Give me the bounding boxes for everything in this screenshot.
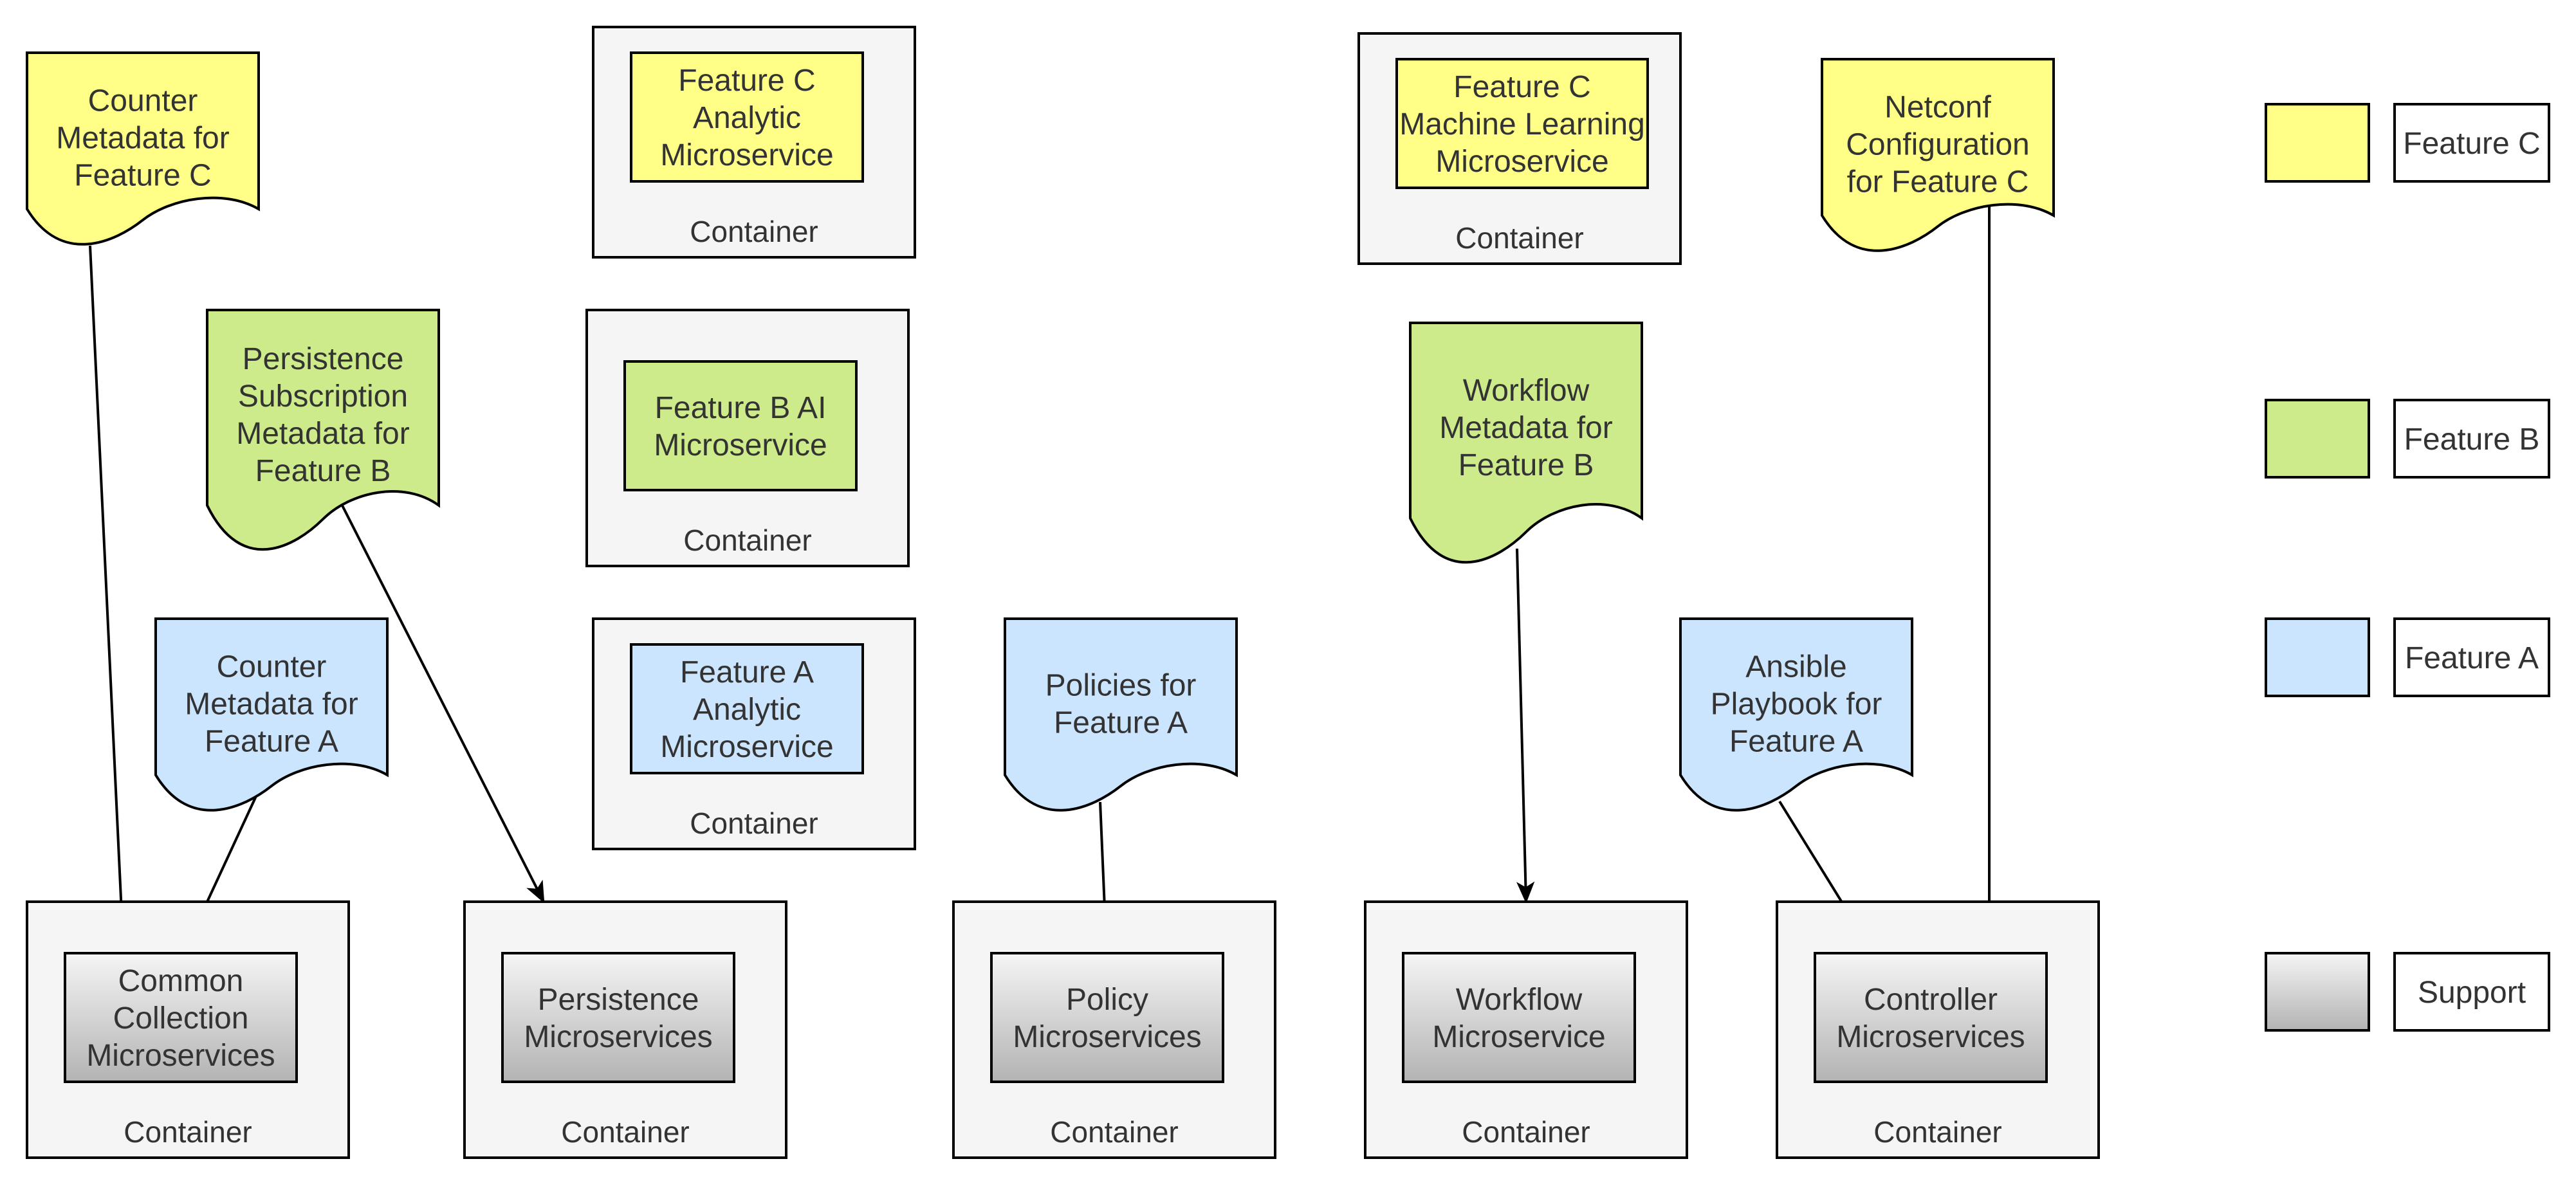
- legend-label: Feature B: [2404, 423, 2540, 457]
- document-shape[interactable]: [1409, 322, 1643, 564]
- container-caption: Container: [690, 215, 818, 248]
- legend: Feature C Feature B Feature A Support: [2265, 103, 2550, 1032]
- document-shape[interactable]: [1821, 58, 2055, 252]
- container-caption: Container: [561, 1115, 689, 1149]
- document-shape[interactable]: [206, 309, 440, 551]
- legend-label: Feature A: [2405, 641, 2539, 675]
- document-shape[interactable]: [154, 617, 389, 812]
- container-caption: Container: [683, 524, 811, 557]
- legend-label-box: [2393, 952, 2550, 1032]
- container-caption: Container: [124, 1115, 252, 1149]
- legend-label-box: [2393, 399, 2550, 479]
- legend-swatch: [2265, 617, 2370, 697]
- legend-swatch: [2265, 103, 2370, 183]
- container-caption: Container: [1462, 1115, 1590, 1149]
- legend-swatch: [2265, 399, 2370, 479]
- microservice-box[interactable]: [990, 952, 1224, 1083]
- container-caption: Container: [1873, 1115, 2001, 1149]
- legend-item-support: Support: [2265, 952, 2550, 1032]
- legend-label: Feature C: [2403, 127, 2540, 161]
- arrow-workflow_b-to-workflow: [1516, 548, 1535, 904]
- microservice-box[interactable]: [64, 952, 298, 1083]
- legend-item-feature_a: Feature A: [2265, 617, 2550, 697]
- container-caption: Container: [1050, 1115, 1178, 1149]
- legend-item-feature_b: Feature B: [2265, 399, 2550, 479]
- legend-label-box: [2393, 617, 2550, 697]
- microservice-box[interactable]: [1402, 952, 1636, 1083]
- microservice-box[interactable]: [501, 952, 735, 1083]
- microservice-box[interactable]: [1395, 58, 1649, 189]
- arrow-counter_c-to-common_collection: [89, 245, 132, 955]
- arrow-persistence_b-to-persistence: [341, 505, 545, 904]
- document-shape[interactable]: [1004, 617, 1238, 812]
- microservice-box[interactable]: [623, 360, 858, 491]
- container-caption: Container: [1455, 221, 1583, 255]
- connections: [89, 199, 1999, 955]
- microservice-box[interactable]: [1814, 952, 2048, 1083]
- microservice-box[interactable]: [630, 51, 864, 183]
- legend-label: Support: [2418, 976, 2526, 1010]
- microservice-box[interactable]: [630, 643, 864, 774]
- legend-label-box: [2393, 103, 2550, 183]
- legend-item-feature_c: Feature C: [2265, 103, 2550, 183]
- document-shape[interactable]: [26, 51, 260, 246]
- container-caption: Container: [690, 807, 818, 840]
- document-shape[interactable]: [1679, 617, 1913, 812]
- legend-swatch: [2265, 952, 2370, 1032]
